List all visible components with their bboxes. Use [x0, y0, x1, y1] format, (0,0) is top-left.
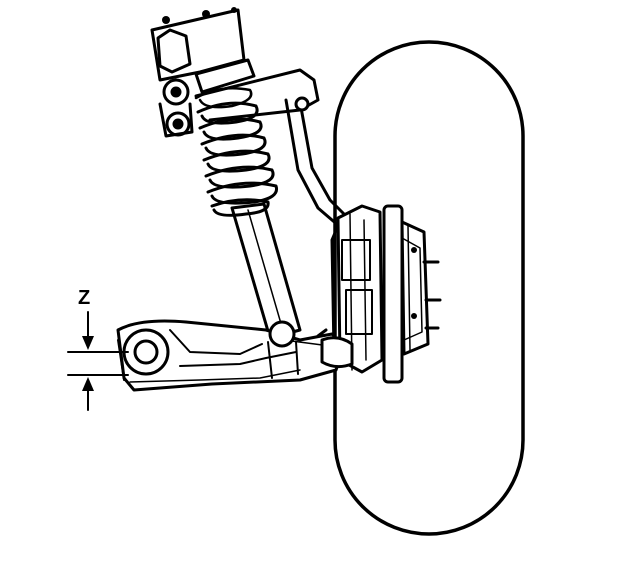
strut-lower-mount: [267, 320, 299, 379]
upper-strut-mount: [150, 7, 256, 138]
dimension-arrows: [82, 311, 94, 411]
wheel-hub: [400, 220, 430, 356]
tire: [333, 40, 525, 536]
brake-rotor: [382, 204, 404, 384]
strut-bracket: [194, 68, 352, 234]
strut-shock-absorber: [230, 202, 302, 340]
lower-arm-bushing: [117, 328, 170, 381]
coil-spring: [194, 87, 279, 217]
dimension-reference-lines: [67, 351, 129, 376]
ball-joint: [316, 328, 354, 369]
wheel-studs: [411, 247, 442, 330]
dimension-label: Z: [78, 287, 90, 309]
